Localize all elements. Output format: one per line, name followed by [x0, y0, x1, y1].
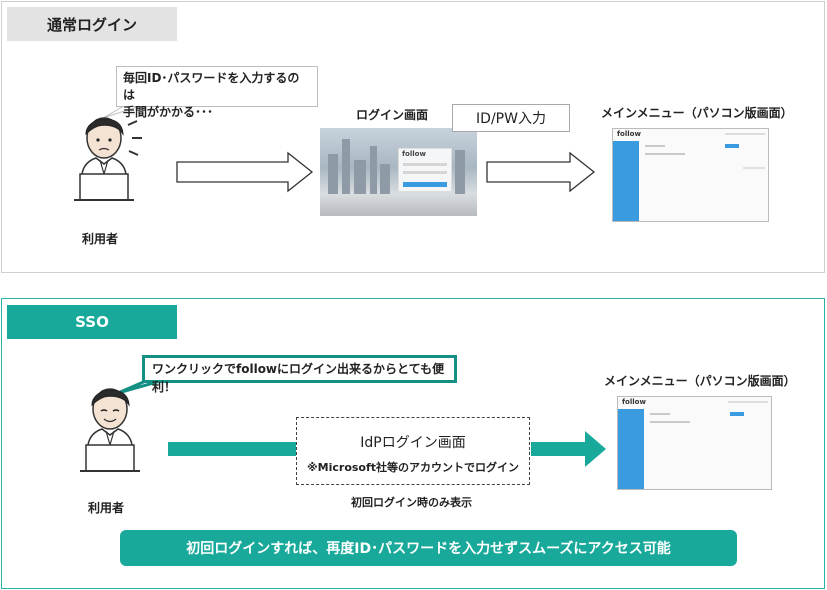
user-icon	[80, 388, 140, 472]
main-sidebar	[618, 409, 644, 489]
sso-tag: SSO	[7, 305, 177, 339]
login-logo: follow	[402, 150, 426, 158]
user-label: 利用者	[82, 232, 119, 246]
user-icon	[74, 117, 134, 201]
sso-user-callout: ワンクリックでfollowにログイン出来るからとても便利！	[142, 355, 457, 394]
arrow-to-main-menu	[486, 151, 596, 193]
callout-line-1: 毎回ID･パスワードを入力するのは	[123, 71, 300, 102]
idp-login-screen-box: IdPログイン画面 ※Microsoft社等のアカウントでログイン	[296, 417, 530, 485]
idp-title: IdPログイン画面	[360, 435, 466, 451]
sso-benefit-banner: 初回ログインすれば、再度ID･パスワードを入力せずスムーズにアクセス可能	[120, 530, 737, 566]
first-time-note: 初回ログイン時のみ表示	[351, 496, 472, 509]
main-menu-label: メインメニュー（パソコン版画面）	[601, 106, 793, 120]
main-menu-label: メインメニュー（パソコン版画面）	[604, 374, 796, 388]
sso-arrow-left	[168, 442, 296, 456]
normal-login-panel	[1, 1, 825, 273]
login-button-thumb	[403, 182, 447, 187]
main-logo: follow	[622, 398, 646, 406]
main-menu-thumbnail: follow	[612, 128, 769, 222]
normal-login-tag: 通常ログイン	[7, 7, 177, 41]
main-sidebar	[613, 141, 639, 221]
main-logo: follow	[617, 130, 641, 138]
main-menu-thumbnail: follow	[617, 396, 772, 490]
sso-arrow-right	[531, 431, 606, 467]
login-screen-thumbnail: follow	[320, 128, 477, 216]
sso-panel	[1, 298, 825, 589]
user-label: 利用者	[88, 501, 125, 515]
login-screen-label: ログイン画面	[356, 108, 429, 122]
arrow-to-login	[176, 151, 314, 193]
callout-line-2: 手間がかかる･･･	[123, 105, 214, 119]
idpw-input-callout: ID/PW入力	[452, 104, 570, 132]
sweat-marks-icon	[127, 120, 142, 156]
normal-user-callout: 毎回ID･パスワードを入力するのは 手間がかかる･･･	[116, 66, 318, 119]
login-form: follow	[398, 148, 452, 192]
idp-subtitle: ※Microsoft社等のアカウントでログイン	[306, 461, 520, 474]
